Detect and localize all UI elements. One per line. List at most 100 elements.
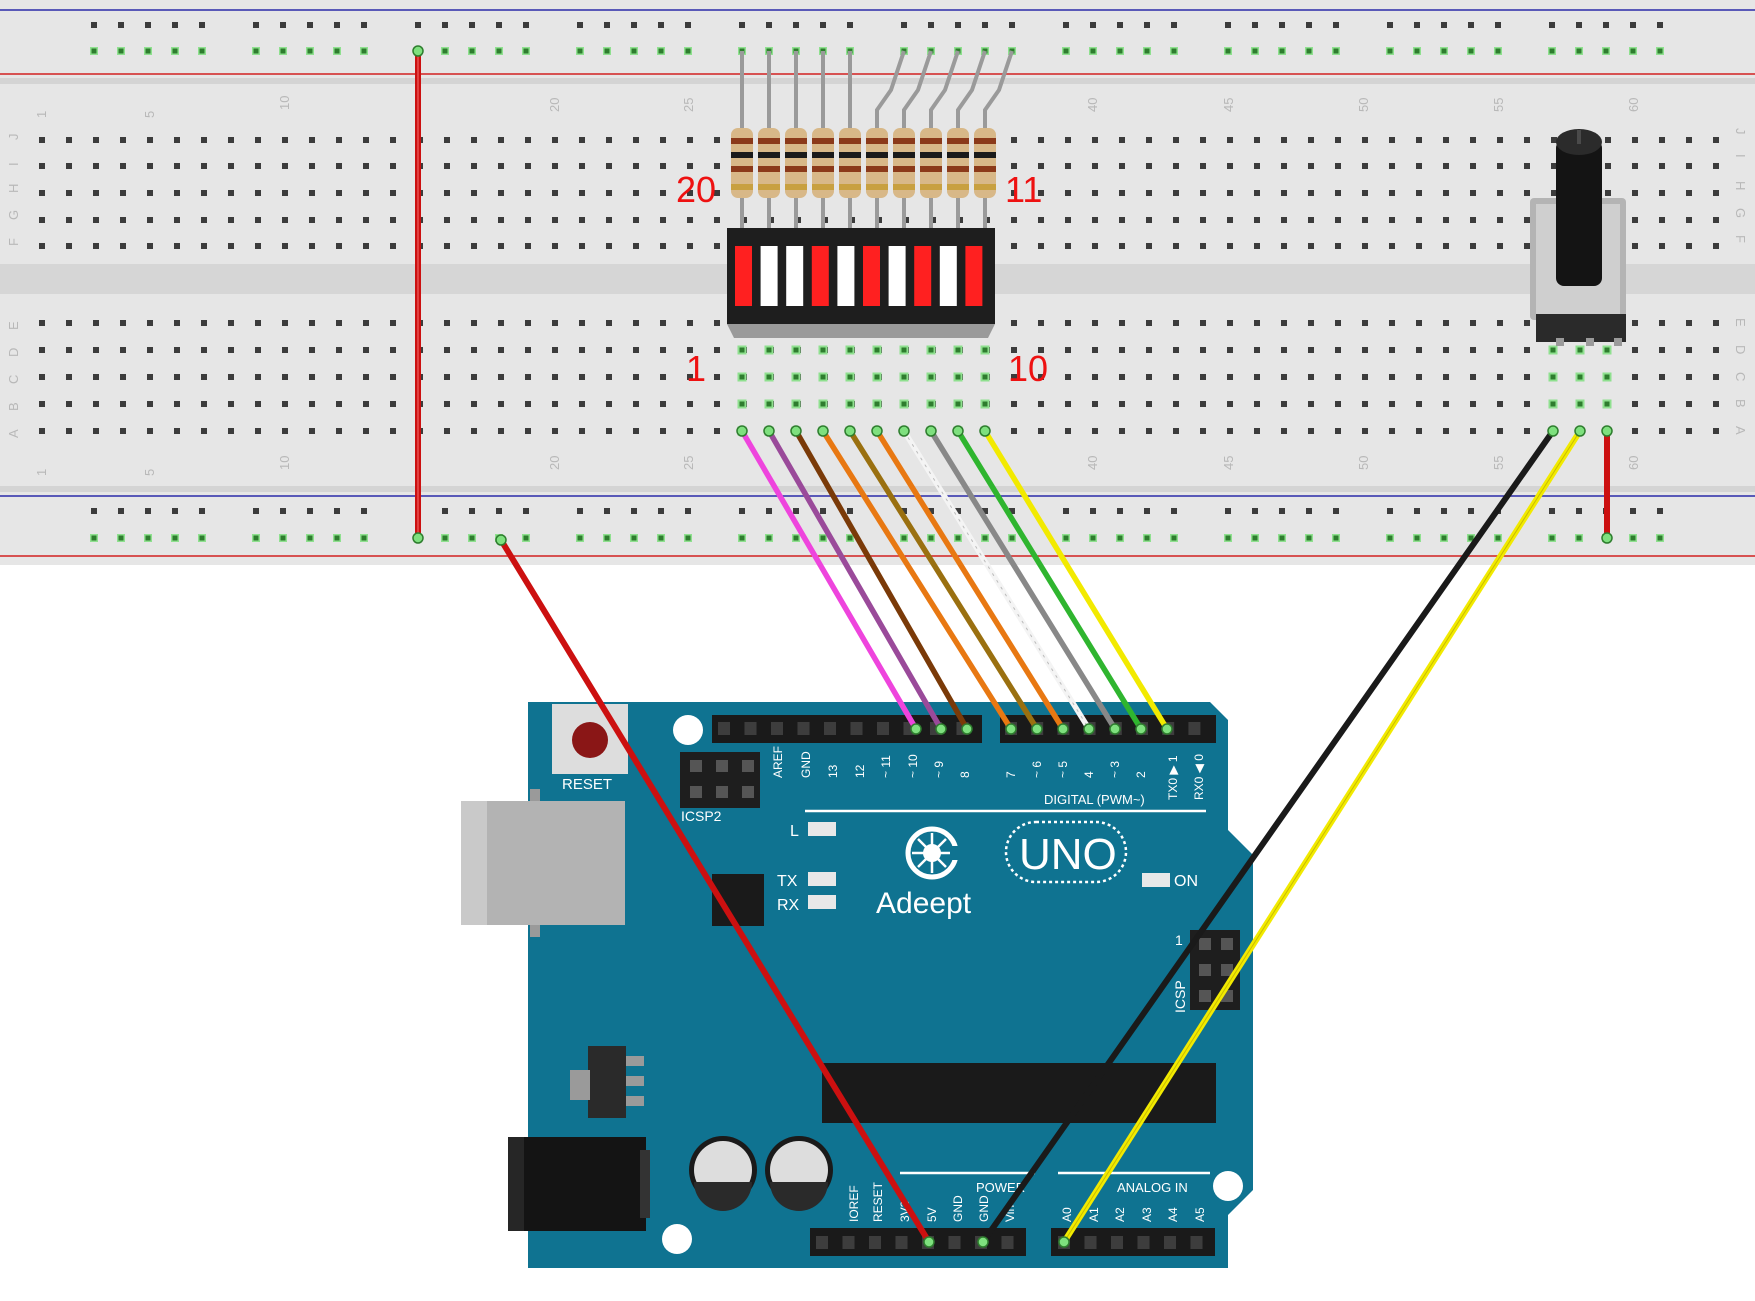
breadboard-hole[interactable] xyxy=(201,243,207,249)
wire-end[interactable] xyxy=(979,425,991,437)
breadboard-hole[interactable] xyxy=(1308,190,1314,196)
resistor-body[interactable] xyxy=(839,128,861,198)
wire-end[interactable] xyxy=(1109,723,1121,735)
breadboard-hole[interactable] xyxy=(1011,217,1017,223)
breadboard-hole[interactable] xyxy=(525,347,531,353)
breadboard-hole[interactable] xyxy=(228,217,234,223)
breadboard-hole[interactable] xyxy=(498,190,504,196)
breadboard-hole[interactable] xyxy=(1146,347,1152,353)
breadboard-hole[interactable] xyxy=(444,428,450,434)
breadboard-hole[interactable] xyxy=(120,320,126,326)
wire-end[interactable] xyxy=(1547,425,1559,437)
breadboard-hole[interactable] xyxy=(1335,401,1341,407)
breadboard-hole[interactable] xyxy=(1362,374,1368,380)
breadboard-hole[interactable] xyxy=(1335,217,1341,223)
resistor-body[interactable] xyxy=(812,128,834,198)
breadboard-hole[interactable] xyxy=(1416,401,1422,407)
breadboard-hole[interactable] xyxy=(93,137,99,143)
breadboard-hole[interactable] xyxy=(471,428,477,434)
breadboard-hole[interactable] xyxy=(1443,428,1449,434)
breadboard-hole[interactable] xyxy=(579,374,585,380)
breadboard-hole[interactable] xyxy=(498,428,504,434)
breadboard-hole[interactable] xyxy=(66,320,72,326)
rail-hole[interactable] xyxy=(1306,508,1312,514)
breadboard-hole[interactable] xyxy=(147,137,153,143)
breadboard-hole[interactable] xyxy=(1524,401,1530,407)
header-socket[interactable] xyxy=(797,722,810,735)
breadboard-hole[interactable] xyxy=(1686,217,1692,223)
breadboard-hole[interactable] xyxy=(1416,374,1422,380)
breadboard-hole[interactable] xyxy=(93,428,99,434)
breadboard-hole[interactable] xyxy=(687,374,693,380)
breadboard-hole[interactable] xyxy=(471,347,477,353)
breadboard-hole[interactable] xyxy=(1281,401,1287,407)
rail-hole[interactable] xyxy=(1171,508,1177,514)
breadboard-hole[interactable] xyxy=(363,320,369,326)
breadboard-hole[interactable] xyxy=(1308,428,1314,434)
breadboard-hole[interactable] xyxy=(120,374,126,380)
breadboard-hole[interactable] xyxy=(1038,190,1044,196)
breadboard-hole[interactable] xyxy=(1281,374,1287,380)
breadboard-hole[interactable] xyxy=(471,163,477,169)
breadboard-hole[interactable] xyxy=(1173,163,1179,169)
rail-hole[interactable] xyxy=(496,508,502,514)
breadboard-hole[interactable] xyxy=(1119,163,1125,169)
breadboard-hole[interactable] xyxy=(1119,374,1125,380)
rail-hole[interactable] xyxy=(658,508,664,514)
breadboard-hole[interactable] xyxy=(336,163,342,169)
breadboard-hole[interactable] xyxy=(1227,428,1233,434)
breadboard-hole[interactable] xyxy=(1416,243,1422,249)
breadboard-hole[interactable] xyxy=(1173,243,1179,249)
breadboard-hole[interactable] xyxy=(1362,190,1368,196)
breadboard-hole[interactable] xyxy=(1470,217,1476,223)
rail-hole[interactable] xyxy=(1576,508,1582,514)
breadboard-hole[interactable] xyxy=(1497,217,1503,223)
breadboard-hole[interactable] xyxy=(660,137,666,143)
breadboard-hole[interactable] xyxy=(336,401,342,407)
rail-hole[interactable] xyxy=(1333,508,1339,514)
breadboard-hole[interactable] xyxy=(687,401,693,407)
breadboard-hole[interactable] xyxy=(1092,137,1098,143)
breadboard-hole[interactable] xyxy=(228,347,234,353)
breadboard-hole[interactable] xyxy=(471,320,477,326)
breadboard-hole[interactable] xyxy=(1254,137,1260,143)
breadboard-hole[interactable] xyxy=(1038,243,1044,249)
breadboard-hole[interactable] xyxy=(309,347,315,353)
breadboard-hole[interactable] xyxy=(606,243,612,249)
breadboard-hole[interactable] xyxy=(1038,374,1044,380)
rail-hole[interactable] xyxy=(1306,22,1312,28)
breadboard-hole[interactable] xyxy=(309,320,315,326)
breadboard-hole[interactable] xyxy=(93,374,99,380)
breadboard-hole[interactable] xyxy=(390,320,396,326)
breadboard-hole[interactable] xyxy=(39,347,45,353)
breadboard-hole[interactable] xyxy=(1416,320,1422,326)
breadboard-hole[interactable] xyxy=(1011,163,1017,169)
breadboard-hole[interactable] xyxy=(1038,347,1044,353)
breadboard-hole[interactable] xyxy=(255,217,261,223)
breadboard-hole[interactable] xyxy=(1659,243,1665,249)
breadboard-hole[interactable] xyxy=(1281,428,1287,434)
rail-hole[interactable] xyxy=(1495,22,1501,28)
breadboard-hole[interactable] xyxy=(1470,190,1476,196)
breadboard-hole[interactable] xyxy=(1065,163,1071,169)
breadboard-hole[interactable] xyxy=(363,428,369,434)
breadboard-hole[interactable] xyxy=(1281,163,1287,169)
breadboard-hole[interactable] xyxy=(1146,428,1152,434)
wire-led9-green[interactable] xyxy=(955,428,1144,732)
rail-hole[interactable] xyxy=(1144,508,1150,514)
breadboard-hole[interactable] xyxy=(228,137,234,143)
breadboard-hole[interactable] xyxy=(1119,320,1125,326)
breadboard-hole[interactable] xyxy=(363,190,369,196)
wire-led8-gray[interactable] xyxy=(928,428,1118,732)
breadboard-hole[interactable] xyxy=(1119,428,1125,434)
breadboard-hole[interactable] xyxy=(471,190,477,196)
rail-hole[interactable] xyxy=(118,22,124,28)
breadboard-hole[interactable] xyxy=(1200,428,1206,434)
breadboard-hole[interactable] xyxy=(1254,347,1260,353)
breadboard-hole[interactable] xyxy=(174,217,180,223)
breadboard-hole[interactable] xyxy=(1389,243,1395,249)
breadboard-hole[interactable] xyxy=(1200,190,1206,196)
wire-end[interactable] xyxy=(1005,723,1017,735)
rail-hole[interactable] xyxy=(1252,508,1258,514)
breadboard-hole[interactable] xyxy=(606,190,612,196)
